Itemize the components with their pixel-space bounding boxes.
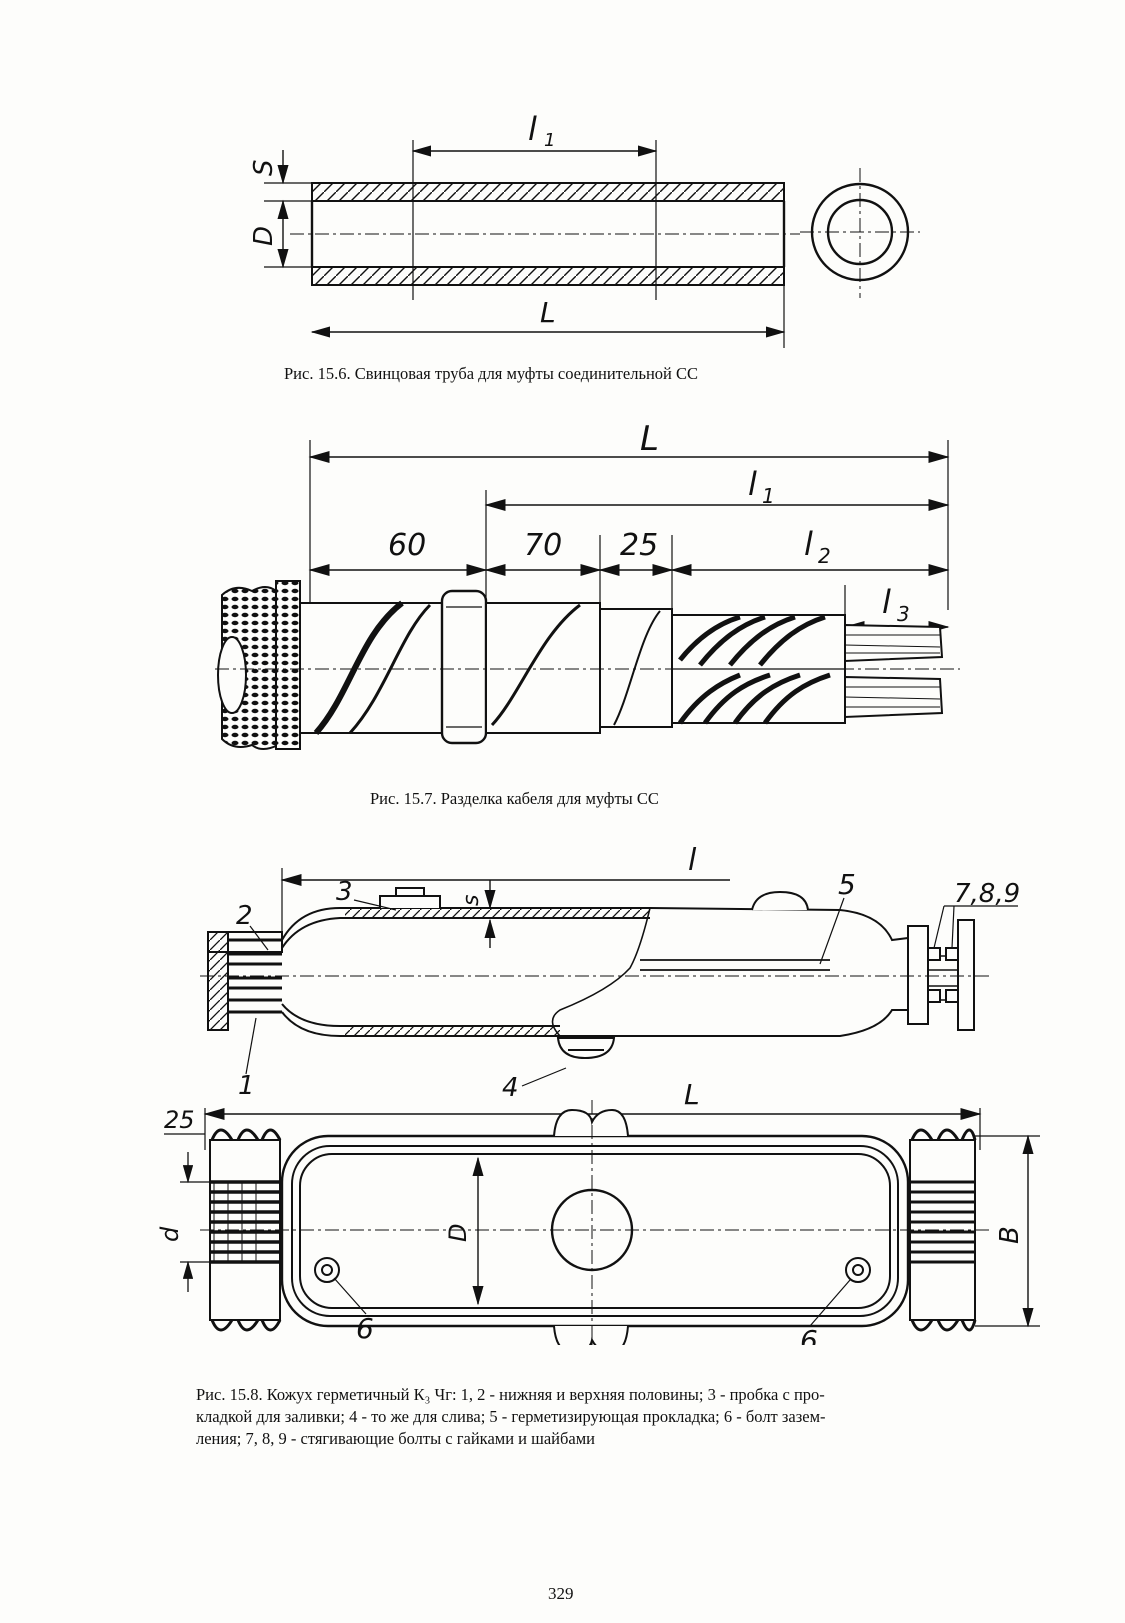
caption-line-2: кладкой для заливки; 4 - то же для слива… xyxy=(196,1407,826,1426)
page-number: 329 xyxy=(548,1584,574,1603)
label-l: l xyxy=(688,843,697,878)
label-l1: l xyxy=(748,465,757,503)
label-l2: l xyxy=(804,525,813,563)
label-4: 4 xyxy=(502,1073,519,1103)
label-7-8-9: 7,8,9 xyxy=(954,879,1020,909)
label-1: 1 xyxy=(238,1071,255,1101)
figure-15-6-caption: Рис. 15.6. Свинцовая труба для муфты сое… xyxy=(284,364,699,383)
label-L: L xyxy=(684,1078,700,1111)
label-l2-subscript: 2 xyxy=(818,544,831,568)
caption-line-3: ления; 7, 8, 9 - стягивающие болты с гай… xyxy=(196,1429,595,1448)
tube-upper-wall xyxy=(311,182,785,202)
label-l1-subscript: 1 xyxy=(762,484,775,508)
label-L: L xyxy=(540,296,556,329)
label-l1: l xyxy=(528,110,537,148)
label-L: L xyxy=(640,419,659,459)
dimension-60: 60 xyxy=(388,528,426,563)
cable-armour-end xyxy=(217,580,301,750)
cable-sheath xyxy=(299,589,673,745)
casing-plan-view xyxy=(200,1100,990,1345)
figure-15-7-caption: Рис. 15.7. Разделка кабеля для муфты СС xyxy=(370,789,659,808)
label-D: D xyxy=(444,1224,472,1242)
casing-side-section xyxy=(200,887,990,1060)
label-6-left: 6 xyxy=(356,1312,374,1345)
label-s: S xyxy=(249,159,279,176)
label-s: s xyxy=(459,895,484,906)
dimension-25: 25 xyxy=(164,1106,195,1134)
label-l3: l xyxy=(882,583,891,621)
label-d: D xyxy=(249,226,279,246)
label-3: 3 xyxy=(336,877,353,907)
label-d: d xyxy=(156,1226,184,1242)
tube-lower-wall xyxy=(311,266,785,286)
label-l3-subscript: 3 xyxy=(897,602,910,626)
label-5: 5 xyxy=(838,868,856,901)
label-B: B xyxy=(995,1226,1025,1244)
tube-end-view xyxy=(800,168,920,298)
dimension-70: 70 xyxy=(524,528,562,563)
figure-15-7-drawing: L l 1 60 70 25 l 2 l 3 xyxy=(215,419,960,750)
dimension-25: 25 xyxy=(620,528,658,563)
figure-15-8-drawing: l 3 2 s 5 7,8,9 1 4 xyxy=(156,843,1040,1345)
label-l1-subscript: 1 xyxy=(544,130,555,151)
figure-15-6-drawing: l 1 S D L xyxy=(249,110,920,348)
caption-line-1: Рис. 15.8. Кожух герметичный К₃ Чг: 1, 2… xyxy=(196,1385,825,1404)
label-6-right: 6 xyxy=(800,1324,818,1345)
label-2: 2 xyxy=(236,901,253,931)
figure-15-8-caption: Рис. 15.8. Кожух герметичный К₃ Чг: 1, 2… xyxy=(196,1384,996,1450)
